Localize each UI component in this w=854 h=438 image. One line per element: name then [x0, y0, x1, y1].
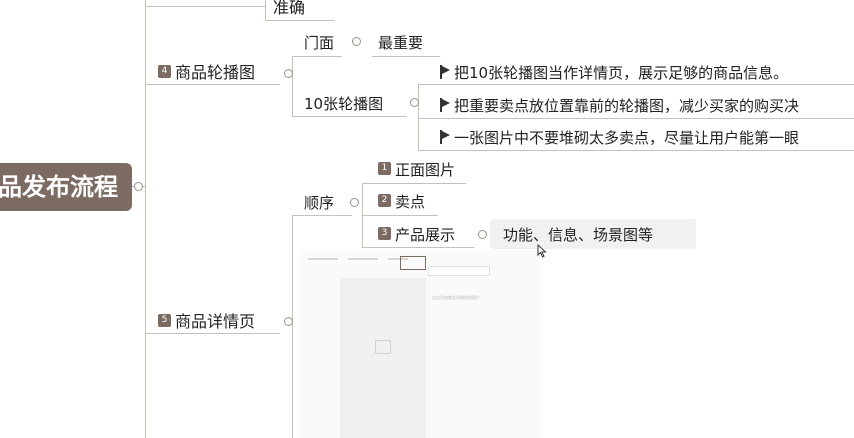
priority-1-icon: 1 — [378, 162, 391, 175]
thumbnail-selected-tab — [400, 256, 426, 270]
flag-icon — [440, 98, 450, 112]
thumbnail-image-icon — [375, 340, 391, 354]
priority-3-icon: 3 — [378, 227, 391, 240]
trunk-line — [145, 0, 146, 438]
detail-collapse-toggle[interactable] — [284, 317, 293, 326]
note-3-underline — [418, 150, 854, 151]
root-label: 品发布流程 — [0, 173, 118, 201]
order-node[interactable]: 顺序 — [304, 193, 334, 213]
top-fragment-connector — [265, 0, 266, 20]
note-2[interactable]: 把重要卖点放位置靠前的轮播图，减少买家的购买决 — [440, 96, 799, 116]
facade-label: 门面 — [304, 34, 335, 52]
detail-label: 商品详情页 — [175, 312, 256, 331]
ten-carousel-collapse-toggle[interactable] — [410, 98, 419, 107]
note-3-text: 一张图片中不要堆砌太多卖点，尽量让用户能第一眼 — [454, 129, 800, 147]
product-display-collapse-toggle[interactable] — [478, 230, 487, 239]
order-item-1-underline — [362, 183, 466, 184]
facade-node[interactable]: 门面 — [304, 33, 334, 53]
order-label: 顺序 — [304, 194, 335, 212]
carousel-label: 商品轮播图 — [175, 63, 256, 82]
thumbnail-tab-bar — [308, 256, 458, 262]
most-important-label: 最重要 — [378, 34, 424, 52]
root-collapse-toggle[interactable] — [134, 182, 143, 191]
carousel-children-connector — [292, 56, 293, 116]
most-important-node[interactable]: 最重要 — [378, 33, 423, 53]
notes-connector — [418, 84, 419, 150]
root-node[interactable]: 品发布流程 — [0, 163, 132, 211]
thumbnail-image-area — [340, 278, 426, 438]
priority-2-icon: 2 — [378, 194, 391, 207]
note-3[interactable]: 一张图片中不要堆砌太多卖点，尽量让用户能第一眼 — [440, 128, 799, 148]
order-item-selling-points[interactable]: 2 卖点 — [378, 192, 425, 212]
priority-5-icon: 5 — [158, 314, 171, 327]
mouse-cursor-icon — [537, 244, 547, 258]
note-1-underline — [418, 84, 854, 85]
product-display-sub-label: 功能、信息、场景图等 — [503, 226, 654, 244]
carousel-node[interactable]: 4 商品轮播图 — [158, 63, 255, 83]
flag-icon — [440, 130, 450, 144]
top-fragment-label: 准确 — [273, 0, 306, 17]
flag-icon — [440, 65, 450, 79]
priority-4-icon: 4 — [158, 65, 171, 78]
detail-node[interactable]: 5 商品详情页 — [158, 312, 255, 332]
top-fragment-underline — [145, 6, 265, 7]
product-display-sub-node[interactable]: 功能、信息、场景图等 — [503, 225, 653, 245]
selection-highlight — [490, 219, 696, 249]
thumbnail-field — [428, 266, 490, 276]
detail-children-connector — [292, 215, 293, 438]
order-item-2-underline — [362, 215, 438, 216]
order-item-product-display[interactable]: 3 产品展示 — [378, 225, 455, 245]
top-fragment-node[interactable]: 准确 — [273, 0, 305, 18]
front-image-label: 正面图片 — [395, 161, 456, 179]
note-1[interactable]: 把10张轮播图当作详情页，展示足够的商品信息。 — [440, 63, 788, 83]
detail-underline — [145, 333, 280, 334]
facade-collapse-toggle[interactable] — [352, 37, 361, 46]
selling-points-label: 卖点 — [395, 193, 426, 211]
top-fragment-underline-2 — [265, 20, 335, 21]
carousel-collapse-toggle[interactable] — [284, 69, 293, 78]
order-item-3-underline — [362, 247, 474, 248]
most-important-underline — [372, 56, 440, 57]
carousel-underline — [145, 84, 280, 85]
order-underline — [292, 215, 352, 216]
ten-carousel-label: 10张轮播图 — [304, 95, 384, 113]
note-2-text: 把重要卖点放位置靠前的轮播图，减少买家的购买决 — [454, 97, 800, 115]
product-display-label: 产品展示 — [395, 226, 456, 244]
order-collapse-toggle[interactable] — [350, 198, 359, 207]
note-1-text: 把10张轮播图当作详情页，展示足够的商品信息。 — [454, 64, 789, 82]
ten-carousel-node[interactable]: 10张轮播图 — [304, 94, 383, 114]
order-item-front-image[interactable]: 1 正面图片 — [378, 160, 455, 180]
ten-carousel-underline — [292, 116, 407, 117]
detail-page-thumbnail[interactable]: 点击添加商品详情描述图片 — [300, 250, 540, 438]
thumbnail-caption: 点击添加商品详情描述图片 — [432, 295, 480, 300]
note-2-underline — [418, 118, 854, 119]
facade-underline — [292, 56, 342, 57]
